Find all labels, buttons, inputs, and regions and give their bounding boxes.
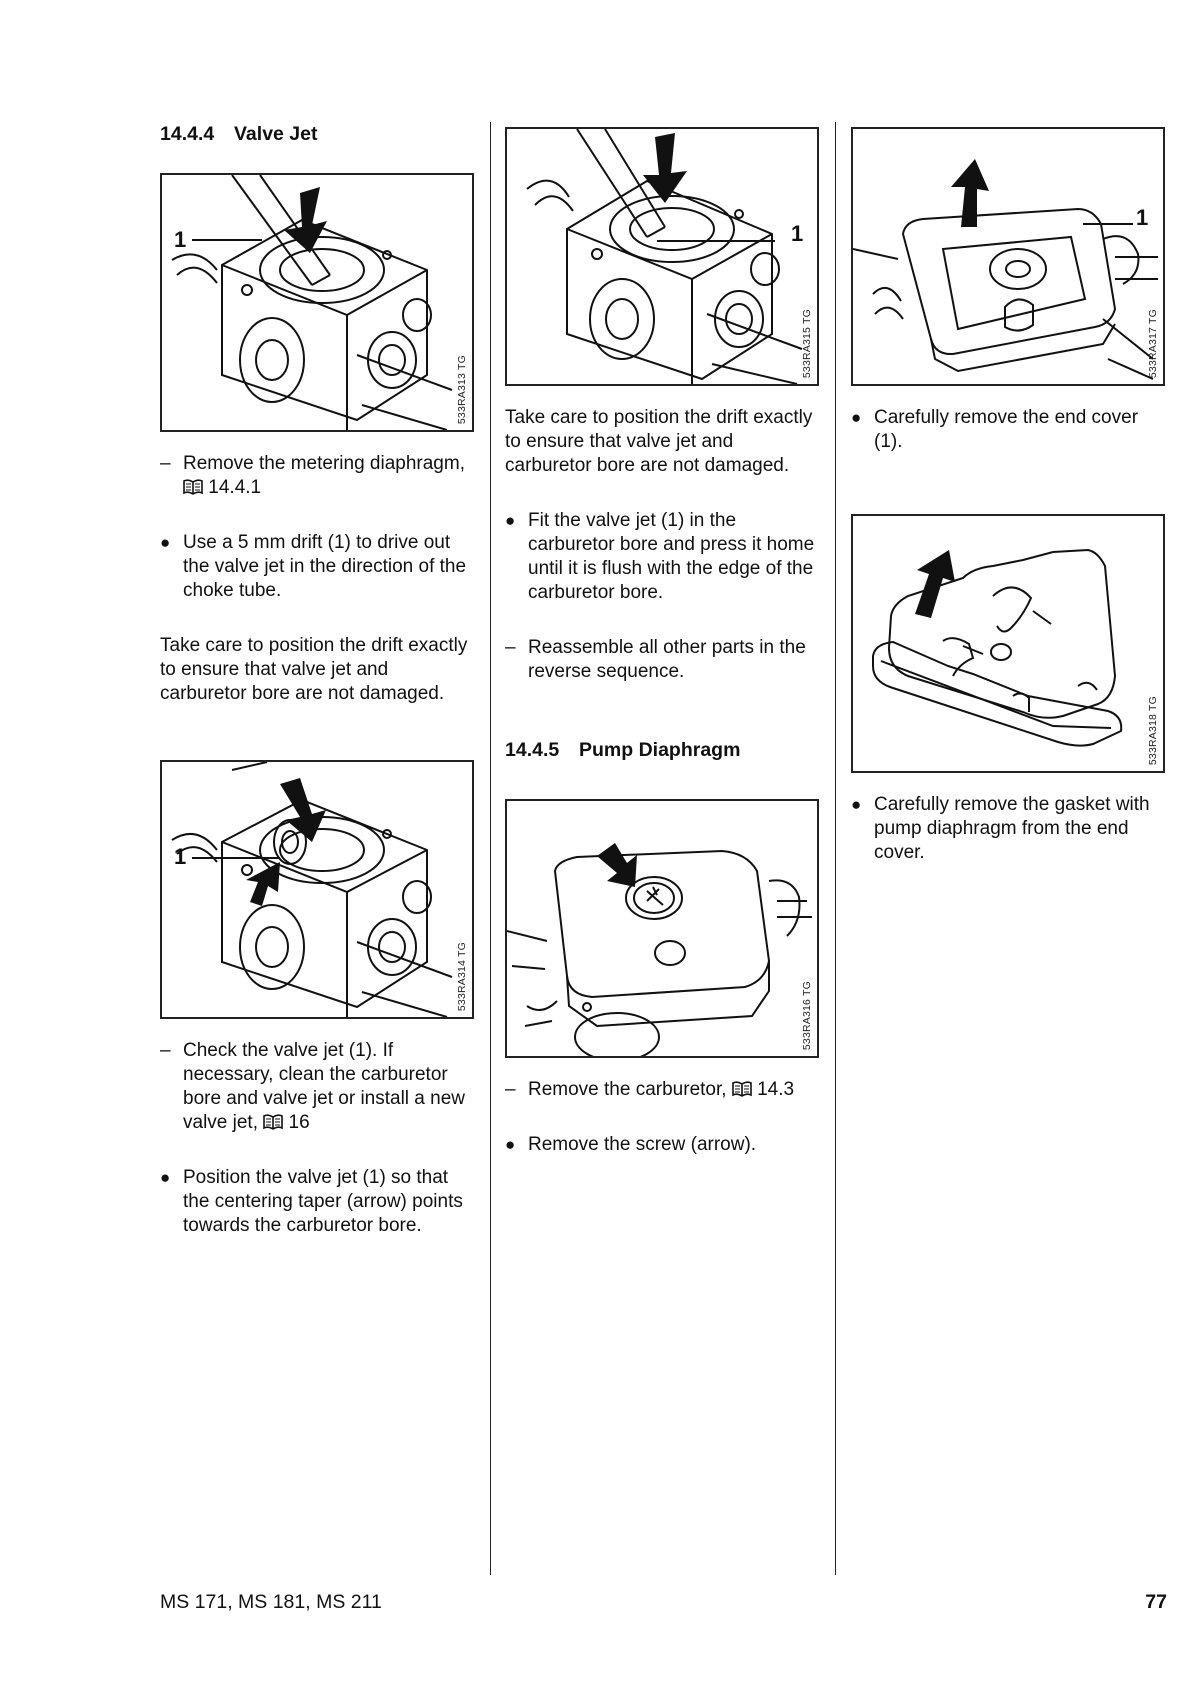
step-text: Check the valve jet (1). If necessary, c… (183, 1040, 465, 1133)
footer-models: MS 171, MS 181, MS 211 (160, 1591, 382, 1613)
bullet-marker: ● (160, 533, 171, 552)
column-divider-2 (835, 122, 836, 1575)
step-remove-metering-diaphragm: – Remove the metering diaphragm, 14.4.1 (160, 452, 478, 500)
figure-fit-valve-jet: 1 533RA315 TG (505, 127, 819, 386)
step-text: Reassemble all other parts in the revers… (528, 637, 806, 682)
callout-drift: 1 (174, 227, 187, 252)
book-icon (732, 1081, 752, 1097)
carburetor-valve-jet-illustration (171, 762, 453, 1017)
step-text: Position the valve jet (1) so that the c… (183, 1167, 463, 1236)
book-icon (263, 1114, 284, 1130)
section-title: Valve Jet (234, 123, 318, 145)
callout-valve-jet: 1 (791, 221, 804, 246)
reference-link[interactable]: 16 (288, 1112, 310, 1133)
figure-code: 533RA318 TG (1147, 695, 1159, 765)
step-drive-out-valve-jet: ● Use a 5 mm drift (1) to drive out the … (160, 531, 478, 603)
bullet-marker: ● (851, 795, 862, 814)
gasket-diaphragm-illustration (872, 548, 1123, 747)
page-number: 77 (1145, 1591, 1167, 1613)
step-check-valve-jet: – Check the valve jet (1). If necessary,… (160, 1039, 478, 1135)
figure-code: 533RA315 TG (801, 308, 813, 378)
section-heading-pump-diaphragm: 14.4.5 Pump Diaphragm (505, 738, 823, 762)
reference-link[interactable]: 14.4.1 (208, 477, 262, 498)
bullet-marker: ● (505, 1135, 516, 1154)
carburetor-drift-illustration (171, 175, 453, 430)
column-2: 1 533RA315 TG Take care to position the … (505, 122, 823, 1157)
figure-remove-screw: 533RA316 TG (505, 799, 819, 1058)
column-3: 1 533RA317 TG ● Carefully remove the end… (851, 122, 1169, 865)
column-1: 14.4.4 Valve Jet (160, 122, 478, 1238)
figure-drift-drive-out: 1 533RA313 TG (160, 173, 474, 432)
reference-link[interactable]: 14.3 (757, 1079, 795, 1100)
step-fit-valve-jet: ● Fit the valve jet (1) in the carbureto… (505, 509, 823, 605)
carburetor-end-cover-screw-illustration (507, 843, 812, 1056)
step-reassemble: – Reassemble all other parts in the reve… (505, 636, 823, 684)
column-divider-1 (490, 122, 491, 1575)
step-text: Use a 5 mm drift (1) to drive out the va… (183, 532, 467, 601)
dash-marker: – (160, 1040, 171, 1061)
figure-code: 533RA317 TG (1147, 308, 1159, 378)
bullet-marker: ● (505, 511, 516, 530)
step-remove-gasket: ● Carefully remove the gasket with pump … (851, 793, 1169, 865)
end-cover-removal-illustration (853, 159, 1158, 380)
section-title: Pump Diaphragm (579, 739, 741, 761)
dash-marker: – (505, 637, 516, 658)
book-icon (183, 479, 203, 495)
step-text: Remove the metering diaphragm, (183, 453, 465, 474)
figure-remove-end-cover: 1 533RA317 TG (851, 127, 1165, 386)
step-remove-screw: ● Remove the screw (arrow). (505, 1133, 823, 1157)
bullet-marker: ● (160, 1168, 171, 1187)
figure-code: 533RA316 TG (801, 980, 813, 1050)
callout-end-cover: 1 (1136, 205, 1149, 230)
dash-marker: – (160, 453, 171, 474)
note-drift-position: Take care to position the drift exactly … (505, 407, 813, 476)
dash-marker: – (505, 1079, 516, 1100)
figure-code: 533RA314 TG (456, 941, 468, 1011)
section-number: 14.4.5 (505, 739, 560, 761)
callout-valve-jet: 1 (174, 844, 187, 869)
figure-remove-gasket: 533RA318 TG (851, 514, 1165, 773)
step-text: Remove the screw (arrow). (528, 1134, 757, 1155)
step-text: Remove the carburetor, (528, 1079, 727, 1100)
bullet-marker: ● (851, 408, 862, 427)
carburetor-fit-jet-illustration (526, 129, 803, 384)
note-drift-position: Take care to position the drift exactly … (160, 635, 468, 704)
step-text: Fit the valve jet (1) in the carburetor … (528, 510, 815, 603)
figure-code: 533RA313 TG (456, 354, 468, 424)
figure-check-valve-jet: 1 533RA314 TG (160, 760, 474, 1019)
step-text: Carefully remove the end cover (1). (874, 407, 1139, 452)
step-text: Carefully remove the gasket with pump di… (874, 794, 1150, 863)
step-position-valve-jet: ● Position the valve jet (1) so that the… (160, 1166, 478, 1238)
step-remove-end-cover: ● Carefully remove the end cover (1). (851, 406, 1169, 454)
step-remove-carburetor: – Remove the carburetor, 14.3 (505, 1078, 823, 1102)
section-number: 14.4.4 (160, 123, 215, 145)
section-heading-valve-jet: 14.4.4 Valve Jet (160, 122, 478, 146)
